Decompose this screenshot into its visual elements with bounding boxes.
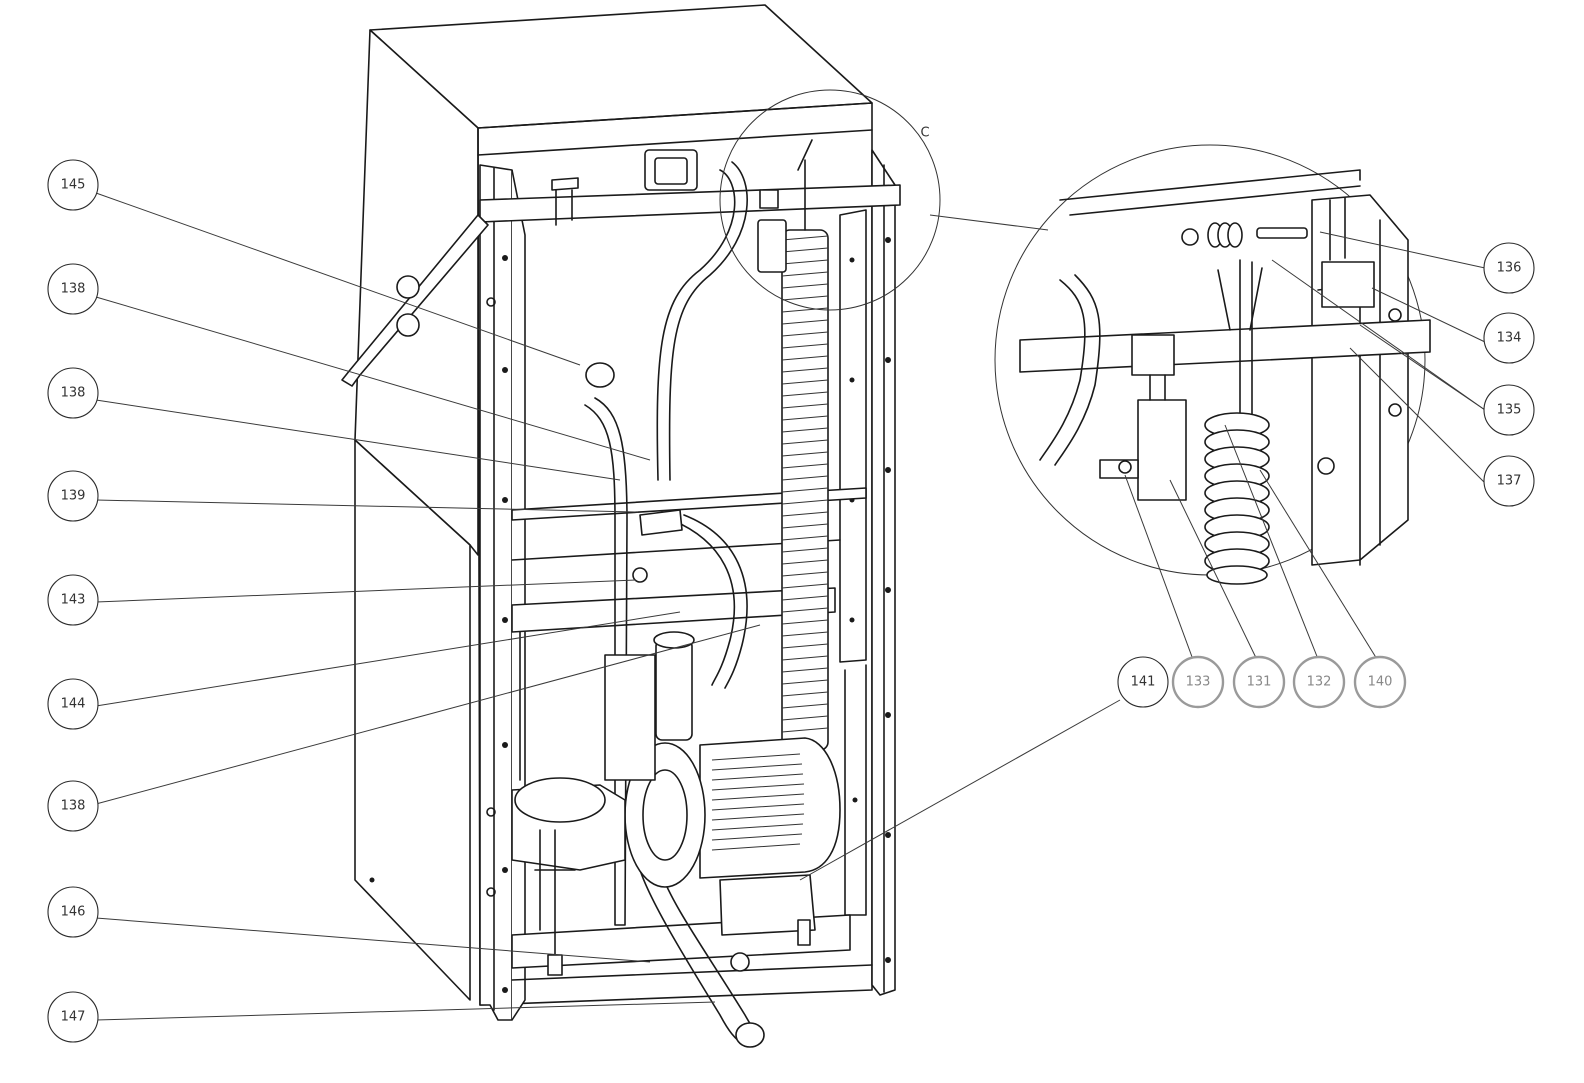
detail-label: C xyxy=(920,126,929,141)
callout-141: 141 xyxy=(1117,656,1169,708)
mounting-holes xyxy=(369,237,891,993)
svg-text:137: 137 xyxy=(1497,474,1522,489)
svg-text:133: 133 xyxy=(1186,675,1211,690)
svg-text:147: 147 xyxy=(61,1010,86,1025)
cabinet-lower-left-panel xyxy=(354,439,471,1001)
svg-text:138: 138 xyxy=(61,282,86,297)
callout-133: 133 xyxy=(1171,655,1225,709)
svg-text:138: 138 xyxy=(61,386,86,401)
hose-assembly xyxy=(584,139,829,1048)
side-handle xyxy=(341,214,489,387)
upper-hose xyxy=(656,169,736,481)
callout-138: 138 xyxy=(47,780,99,832)
svg-text:145: 145 xyxy=(61,178,86,193)
svg-text:146: 146 xyxy=(61,905,86,920)
curved-hose xyxy=(671,519,736,686)
svg-text:136: 136 xyxy=(1497,261,1522,276)
motor-housing xyxy=(699,737,841,879)
svg-text:140: 140 xyxy=(1368,675,1393,690)
callout-136: 136 xyxy=(1483,242,1535,294)
callout-144: 144 xyxy=(47,678,99,730)
leader-lines xyxy=(95,192,1486,1021)
svg-text:134: 134 xyxy=(1497,331,1522,346)
callout-140: 140 xyxy=(1353,655,1407,709)
detail-view-c: C xyxy=(719,89,1431,585)
pump-motor-assembly xyxy=(511,631,841,976)
svg-text:144: 144 xyxy=(61,697,86,712)
pump-inlet-pipe xyxy=(655,639,693,741)
callout-145: 145 xyxy=(47,159,99,211)
callout-146: 146 xyxy=(47,886,99,938)
spring-coil xyxy=(781,139,829,751)
svg-text:143: 143 xyxy=(61,593,86,608)
middle-shelf xyxy=(511,487,867,521)
svg-text:131: 131 xyxy=(1247,675,1272,690)
cabinet-assembly xyxy=(341,4,901,1021)
callout-134: 134 xyxy=(1483,312,1535,364)
callout-143: 143 xyxy=(47,574,99,626)
svg-text:138: 138 xyxy=(61,799,86,814)
callout-132: 132 xyxy=(1292,655,1346,709)
detail-spring-coil xyxy=(1204,259,1270,585)
left-upright-rail xyxy=(479,164,513,1021)
callout-147: 147 xyxy=(47,991,99,1043)
svg-text:139: 139 xyxy=(61,489,86,504)
callout-139: 139 xyxy=(47,470,99,522)
callout-131: 131 xyxy=(1232,655,1286,709)
svg-text:132: 132 xyxy=(1307,675,1332,690)
callout-138: 138 xyxy=(47,367,99,419)
lower-discharge-hose xyxy=(639,869,746,1046)
detail-locator-circle xyxy=(719,89,941,311)
callout-135: 135 xyxy=(1483,384,1535,436)
callout-137: 137 xyxy=(1483,455,1535,507)
tee-fitting xyxy=(639,509,683,536)
svg-text:135: 135 xyxy=(1497,403,1522,418)
svg-text:141: 141 xyxy=(1131,675,1156,690)
callout-138: 138 xyxy=(47,263,99,315)
left-drain-hose xyxy=(584,397,628,926)
